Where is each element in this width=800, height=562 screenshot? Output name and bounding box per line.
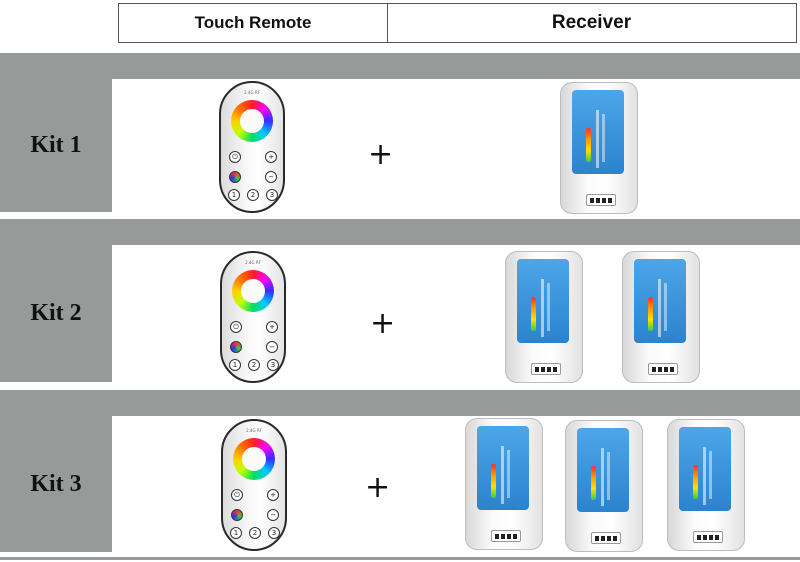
kit-3-label-cell: Kit 3 (0, 416, 112, 552)
bottom-divider (0, 557, 800, 560)
plus-sign: + (368, 137, 394, 172)
header-touch-remote: Touch Remote (118, 3, 388, 43)
plus-sign: + (365, 470, 391, 505)
receiver-image (560, 82, 638, 214)
zone-3-icon: 3 (268, 527, 280, 539)
row-separator (0, 53, 800, 79)
row-separator (0, 390, 800, 416)
receiver-image (667, 419, 745, 551)
kit-2-label: Kit 2 (30, 300, 82, 326)
plus-sign: + (370, 306, 396, 341)
plus-icon: + (265, 151, 277, 163)
header-receiver: Receiver (387, 3, 797, 43)
receiver-image (622, 251, 700, 383)
rgb-icon (231, 509, 243, 521)
color-wheel-icon (233, 438, 275, 480)
touch-remote-image: 2.4G RF ⏻ + − 1 2 3 (220, 251, 286, 383)
remote-brand: 2.4G RF (245, 260, 261, 265)
receiver-image (565, 420, 643, 552)
remote-brand: 2.4G RF (246, 428, 262, 433)
kit-1-label: Kit 1 (30, 132, 82, 158)
touch-remote-image: 2.4G RF ⏻ + − 1 2 3 (221, 419, 287, 551)
zone-2-icon: 2 (247, 189, 259, 201)
zone-2-icon: 2 (248, 359, 260, 371)
color-wheel-icon (231, 100, 273, 142)
row-separator (0, 219, 800, 245)
receiver-image (465, 418, 543, 550)
power-icon: ⏻ (230, 321, 242, 333)
power-icon: ⏻ (229, 151, 241, 163)
touch-remote-image: 2.4G RF ⏻ + − 1 2 3 (219, 81, 285, 213)
zone-1-icon: 1 (229, 359, 241, 371)
plus-icon: + (267, 489, 279, 501)
kit-2-label-cell: Kit 2 (0, 245, 112, 382)
zone-3-icon: 3 (267, 359, 279, 371)
power-icon: ⏻ (231, 489, 243, 501)
kit-1-label-cell: Kit 1 (0, 79, 112, 212)
kit-1-content (112, 79, 800, 212)
color-wheel-icon (232, 270, 274, 312)
rgb-icon (229, 171, 241, 183)
zone-2-icon: 2 (249, 527, 261, 539)
zone-1-icon: 1 (228, 189, 240, 201)
minus-icon: − (265, 171, 277, 183)
rgb-icon (230, 341, 242, 353)
minus-icon: − (266, 341, 278, 353)
zone-1-icon: 1 (230, 527, 242, 539)
zone-3-icon: 3 (266, 189, 278, 201)
remote-brand: 2.4G RF (244, 90, 260, 95)
kit-3-label: Kit 3 (30, 470, 82, 497)
plus-icon: + (266, 321, 278, 333)
receiver-image (505, 251, 583, 383)
minus-icon: − (267, 509, 279, 521)
